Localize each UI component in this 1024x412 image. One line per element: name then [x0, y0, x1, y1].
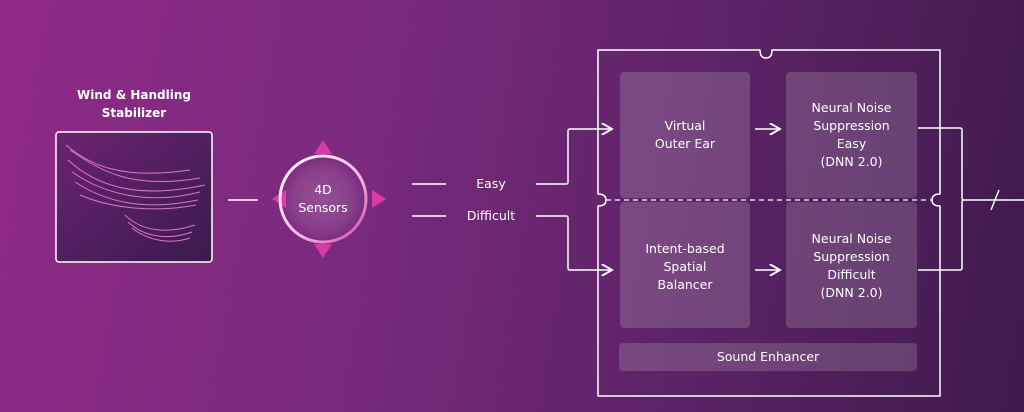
nns-difficult-label: Neural Noise Suppression Difficult (DNN … [811, 231, 892, 300]
sensor-ring [278, 154, 368, 244]
sound-enhancer-block: Sound Enhancer [619, 343, 917, 371]
stabilizer-title: Wind & Handling Stabilizer [77, 88, 191, 120]
virtual-outer-ear-label: Virtual Outer Ear [654, 118, 716, 151]
nns-difficult-block: Neural Noise Suppression Difficult (DNN … [786, 202, 917, 328]
path-easy-label: Easy [476, 176, 506, 191]
virtual-outer-ear-block: Virtual Outer Ear [620, 72, 750, 198]
output-slash [990, 189, 1000, 211]
nns-easy-block: Neural Noise Suppression Easy (DNN 2.0) [786, 72, 917, 198]
connector-output-difficult [918, 199, 965, 271]
wind-strands-icon [65, 144, 206, 242]
connector-output-easy [918, 127, 1024, 201]
connector-easy-path [536, 129, 612, 185]
spatial-balancer-block: Intent-based Spatial Balancer [620, 202, 750, 328]
connector-difficult-path [536, 215, 612, 270]
path-difficult-label: Difficult [466, 208, 516, 223]
stabilizer-image-frame [55, 131, 213, 263]
sound-enhancer-label: Sound Enhancer [716, 349, 820, 364]
spatial-balancer-label: Intent-based Spatial Balancer [645, 241, 725, 292]
sensors-label: 4D Sensors [298, 182, 348, 215]
nns-easy-label: Neural Noise Suppression Easy (DNN 2.0) [811, 100, 892, 169]
